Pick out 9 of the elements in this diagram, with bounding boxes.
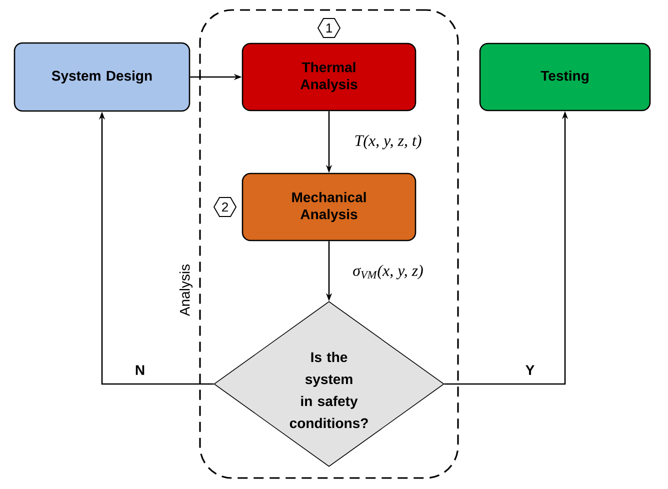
process-box: Thermal Analysis: [242, 42, 416, 112]
process-box: System Design: [14, 42, 190, 112]
process-box: Testing: [479, 42, 651, 112]
edge-label: T(x, y, z, t): [353, 134, 423, 150]
edge-label: Y: [524, 364, 536, 376]
edge-label: σ$_{VM}$(x, y, z): [352, 264, 424, 280]
edge-label: N: [134, 364, 146, 376]
node-label: Analysis: [179, 264, 193, 316]
process-box: Mechanical Analysis: [242, 172, 416, 242]
